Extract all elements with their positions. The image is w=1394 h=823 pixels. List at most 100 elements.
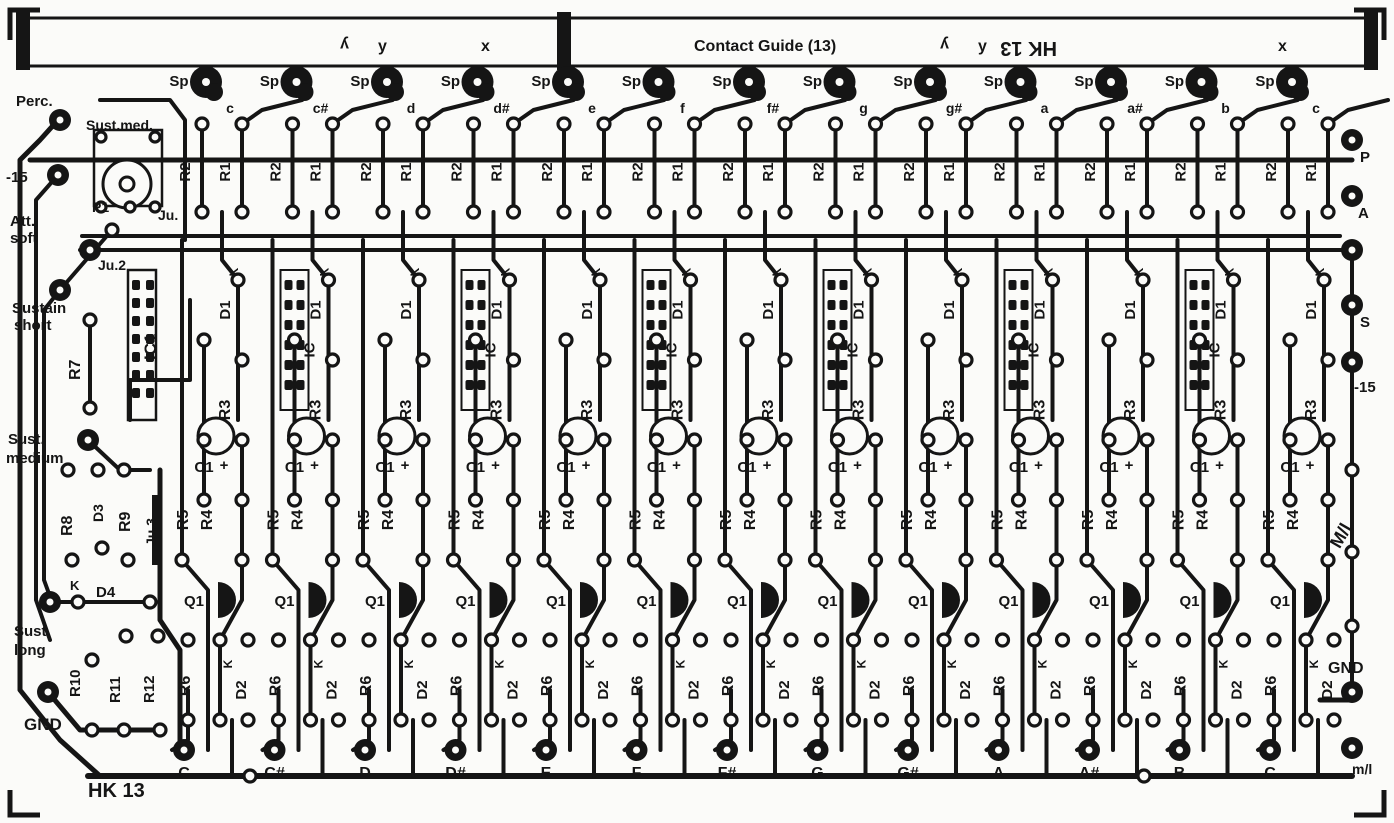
channel-trace: [270, 238, 301, 752]
d1-label: D1: [1032, 300, 1049, 319]
r6-label: R6: [1263, 676, 1280, 697]
q1-transistor: [580, 582, 598, 618]
k-label: K: [1036, 659, 1050, 668]
pad: [664, 632, 681, 648]
pad: [755, 712, 771, 728]
note-terminal-hole: [361, 746, 369, 754]
ic-pin: [1189, 280, 1198, 290]
pad: [556, 204, 572, 220]
pad: [1044, 272, 1061, 288]
k-label: K: [1307, 659, 1321, 668]
pad: [505, 552, 522, 568]
pad: [234, 552, 250, 568]
pad: [867, 204, 884, 220]
k-label: K: [402, 659, 416, 668]
pad: [994, 712, 1011, 728]
channel-trace: [632, 238, 663, 752]
ic-pin: [1020, 300, 1029, 310]
r2-label: R2: [539, 162, 556, 181]
top-note-label-0: c: [226, 100, 234, 116]
pad: [867, 552, 884, 568]
d1-label: D1: [851, 300, 868, 319]
bottom-note-label-1: C#: [264, 765, 285, 782]
pad: [867, 492, 884, 508]
pad: [1117, 712, 1133, 728]
ic-pin: [284, 300, 293, 310]
pad: [375, 204, 391, 220]
pad: [234, 116, 250, 132]
channel-trace: [1304, 438, 1330, 722]
left-gnd-trace: [45, 689, 163, 733]
ju-label: Ju.: [158, 207, 178, 223]
pad: [686, 492, 703, 508]
pad: [1207, 712, 1224, 728]
sp-hole: [473, 78, 482, 86]
pad: [1229, 116, 1246, 132]
r1-label: R1: [1303, 162, 1320, 181]
pad: [234, 432, 250, 448]
pad: [994, 632, 1011, 648]
r5-label: R5: [175, 510, 192, 531]
pad: [1266, 632, 1282, 648]
d2-label: D2: [595, 680, 612, 699]
d1-label: D1: [670, 300, 687, 319]
pad: [212, 632, 228, 648]
pad: [648, 332, 665, 348]
sp-contact-small: [205, 83, 223, 101]
pad: [867, 116, 884, 132]
pad: [692, 632, 709, 648]
pad: [873, 712, 890, 728]
plus-label: +: [672, 457, 681, 474]
ic-outline: [822, 269, 853, 411]
top-note-label-7: g: [859, 100, 868, 116]
pad: [465, 204, 482, 220]
note-terminal-hole: [633, 746, 640, 754]
pad: [556, 116, 572, 132]
c1-label: C1: [1280, 459, 1299, 476]
r3-label: R3: [1032, 400, 1049, 421]
pad: [783, 712, 799, 728]
pad: [596, 204, 612, 220]
pad: [393, 712, 409, 728]
pad: [1010, 332, 1027, 348]
pad: [686, 352, 703, 368]
k-label: K: [318, 267, 332, 276]
pad: [415, 432, 431, 448]
r6-label: R6: [811, 676, 828, 697]
pad: [320, 272, 337, 288]
sp-trace: [873, 98, 938, 126]
top-note-label-8: g#: [946, 100, 963, 116]
pad: [1054, 712, 1071, 728]
pad: [777, 552, 793, 568]
d1-label: D1: [398, 300, 415, 319]
top-note-label-10: a#: [1127, 100, 1143, 116]
d2-label: D2: [1138, 680, 1155, 699]
sustain-short-label-2: short: [14, 317, 52, 334]
ic-pin: [839, 300, 848, 310]
pad: [118, 628, 134, 644]
pad: [1139, 352, 1155, 368]
ic-pin: [477, 280, 486, 290]
r6-label: R6: [539, 676, 556, 697]
r4-label: R4: [1014, 510, 1031, 531]
channel-trace: [723, 238, 753, 752]
pad: [194, 116, 210, 132]
q1-label: Q1: [455, 593, 475, 610]
pad: [596, 352, 612, 368]
ic-pin: [1201, 360, 1210, 370]
pad: [1048, 116, 1065, 132]
pad: [1266, 712, 1282, 728]
pad: [375, 116, 391, 132]
r3-label: R3: [308, 400, 325, 421]
ic-label: IC: [845, 342, 862, 357]
pad: [84, 722, 100, 738]
ic-pin: [839, 380, 848, 390]
perc-label: Perc.: [16, 93, 53, 110]
pad: [324, 116, 341, 132]
ic-pin: [839, 360, 848, 370]
r4-label: R4: [380, 510, 397, 531]
r1-label: R1: [579, 162, 596, 181]
pad: [558, 432, 574, 448]
pad: [632, 632, 649, 648]
sp-trace: [964, 98, 1028, 126]
